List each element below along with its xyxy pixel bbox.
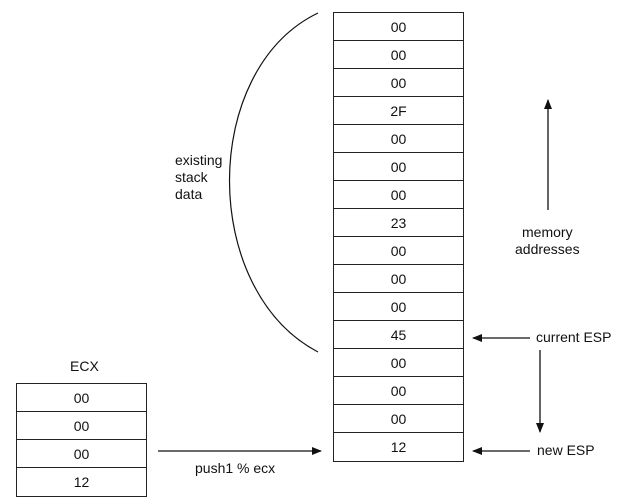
stack-cell: 00 bbox=[334, 237, 463, 265]
stack-cell-new-esp: 12 bbox=[390, 439, 407, 455]
ecx-cell: 00 bbox=[17, 440, 146, 468]
stack-cell: 00 bbox=[334, 405, 463, 433]
stack-cell: 00 bbox=[334, 125, 463, 153]
ecx-cell: 00 bbox=[17, 412, 146, 440]
existing-stack-data-label: existing stack data bbox=[175, 152, 223, 202]
stack-cell: 00 bbox=[334, 41, 463, 69]
ecx-cell: 00 bbox=[17, 384, 146, 412]
memory-addresses-label: memory addresses bbox=[515, 224, 580, 257]
stack-cell-current-esp: 45 bbox=[334, 321, 463, 349]
stack-cell: 00 bbox=[334, 181, 463, 209]
stack-cell: 00 bbox=[334, 153, 463, 181]
stack-cell: 00 bbox=[334, 69, 463, 97]
stack-cell: 2F bbox=[334, 97, 463, 125]
stack-cell: 00 bbox=[334, 349, 463, 377]
push-instruction-label: push1 % ecx bbox=[195, 460, 276, 476]
stack-cell: 00 bbox=[334, 377, 463, 405]
ecx-register-title: ECX bbox=[70, 358, 99, 374]
stack-cell: 00 bbox=[334, 13, 463, 41]
current-esp-label: current ESP bbox=[536, 329, 612, 345]
stack-cell: 00 bbox=[334, 265, 463, 293]
existing-stack-bracket bbox=[229, 12, 319, 353]
ecx-register: 00 00 00 12 bbox=[16, 383, 147, 497]
stack-cell: 00 bbox=[334, 293, 463, 321]
new-esp-label: new ESP bbox=[537, 442, 595, 458]
stack-cell: 23 bbox=[334, 209, 463, 237]
stack-memory: 00 00 00 2F 00 00 00 23 00 00 00 45 00 0… bbox=[333, 12, 464, 462]
ecx-cell: 12 bbox=[73, 474, 90, 490]
